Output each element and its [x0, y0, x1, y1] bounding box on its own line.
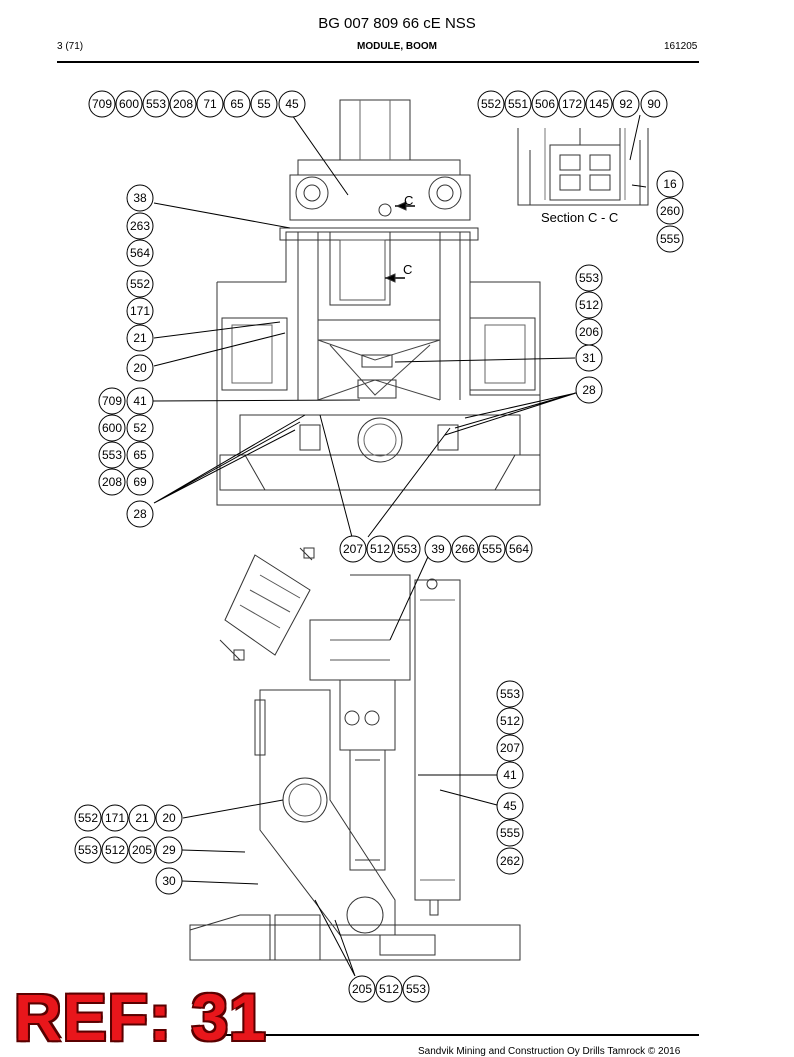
leader-lines: [152, 114, 647, 977]
balloon-555: 555: [660, 232, 680, 246]
balloon-39: 39: [431, 542, 445, 556]
page-number: 3 (71): [57, 41, 84, 52]
balloon-207: 207: [500, 741, 520, 755]
balloon-260: 260: [660, 204, 680, 218]
section-title: MODULE, BOOM: [357, 41, 437, 52]
drawing-labels: Section C - C C C: [403, 193, 618, 277]
balloon-709: 709: [92, 97, 112, 111]
balloon-552: 552: [78, 811, 98, 825]
balloon-16: 16: [663, 177, 677, 191]
balloon-208: 208: [173, 97, 193, 111]
balloon-564: 564: [130, 246, 150, 260]
balloon-41: 41: [133, 394, 147, 408]
balloon-20: 20: [162, 811, 176, 825]
balloon-65: 65: [133, 448, 147, 462]
balloon-28: 28: [582, 383, 596, 397]
balloon-205: 205: [352, 982, 372, 996]
ref-overlay-label: REF: 31: [14, 980, 267, 1054]
balloon-553: 553: [406, 982, 426, 996]
balloon-205: 205: [132, 843, 152, 857]
balloon-65: 65: [230, 97, 244, 111]
balloon-555: 555: [482, 542, 502, 556]
balloon-512: 512: [379, 982, 399, 996]
balloon-71: 71: [203, 97, 217, 111]
balloon-208: 208: [102, 475, 122, 489]
footer-rule: [200, 1034, 699, 1036]
cut-label-c-lower: C: [403, 262, 412, 277]
section-cc-label: Section C - C: [541, 210, 618, 225]
balloon-52: 52: [133, 421, 147, 435]
balloon-171: 171: [130, 304, 150, 318]
balloon-553: 553: [397, 542, 417, 556]
balloon-21: 21: [135, 811, 149, 825]
balloon-206: 206: [579, 325, 599, 339]
boom-front-view: [216, 99, 541, 506]
balloon-69: 69: [133, 475, 147, 489]
balloon-262: 262: [500, 854, 520, 868]
boom-side-view: [189, 547, 521, 961]
balloon-45: 45: [503, 799, 517, 813]
balloon-28: 28: [133, 507, 147, 521]
document-number: BG 007 809 66 cE NSS: [318, 15, 476, 32]
balloon-553: 553: [78, 843, 98, 857]
section-cc-detail: [517, 128, 649, 206]
balloon-20: 20: [133, 361, 147, 375]
balloon-207: 207: [343, 542, 363, 556]
balloon-564: 564: [509, 542, 529, 556]
footer-copyright: Sandvik Mining and Construction Oy Drill…: [418, 1046, 681, 1057]
balloon-600: 600: [119, 97, 139, 111]
balloon-38: 38: [133, 191, 147, 205]
balloon-21: 21: [133, 331, 147, 345]
balloon-512: 512: [500, 714, 520, 728]
balloon-512: 512: [579, 298, 599, 312]
balloon-30: 30: [162, 874, 176, 888]
balloon-553: 553: [500, 687, 520, 701]
balloon-709: 709: [102, 394, 122, 408]
balloon-45: 45: [285, 97, 299, 111]
balloon-512: 512: [370, 542, 390, 556]
header-rule: [57, 61, 699, 63]
balloon-553: 553: [102, 448, 122, 462]
balloon-552: 552: [130, 277, 150, 291]
balloon-512: 512: [105, 843, 125, 857]
balloon-92: 92: [619, 97, 633, 111]
balloon-266: 266: [455, 542, 475, 556]
balloon-31: 31: [582, 351, 596, 365]
balloon-41: 41: [503, 768, 517, 782]
balloon-90: 90: [647, 97, 661, 111]
document-date: 161205: [664, 41, 698, 52]
balloon-551: 551: [508, 97, 528, 111]
balloon-callouts: [74, 90, 684, 1003]
balloon-553: 553: [146, 97, 166, 111]
balloon-145: 145: [589, 97, 609, 111]
balloon-172: 172: [562, 97, 582, 111]
balloon-506: 506: [535, 97, 555, 111]
balloon-553: 553: [579, 271, 599, 285]
balloon-552: 552: [481, 97, 501, 111]
balloon-55: 55: [257, 97, 271, 111]
balloon-29: 29: [162, 843, 176, 857]
cut-label-c-upper: C: [404, 193, 413, 208]
balloon-555: 555: [500, 826, 520, 840]
balloon-600: 600: [102, 421, 122, 435]
balloon-labels: 709 600 553 208 71 65 55 45 552 551 506 …: [78, 97, 680, 996]
balloon-263: 263: [130, 219, 150, 233]
balloon-171: 171: [105, 811, 125, 825]
